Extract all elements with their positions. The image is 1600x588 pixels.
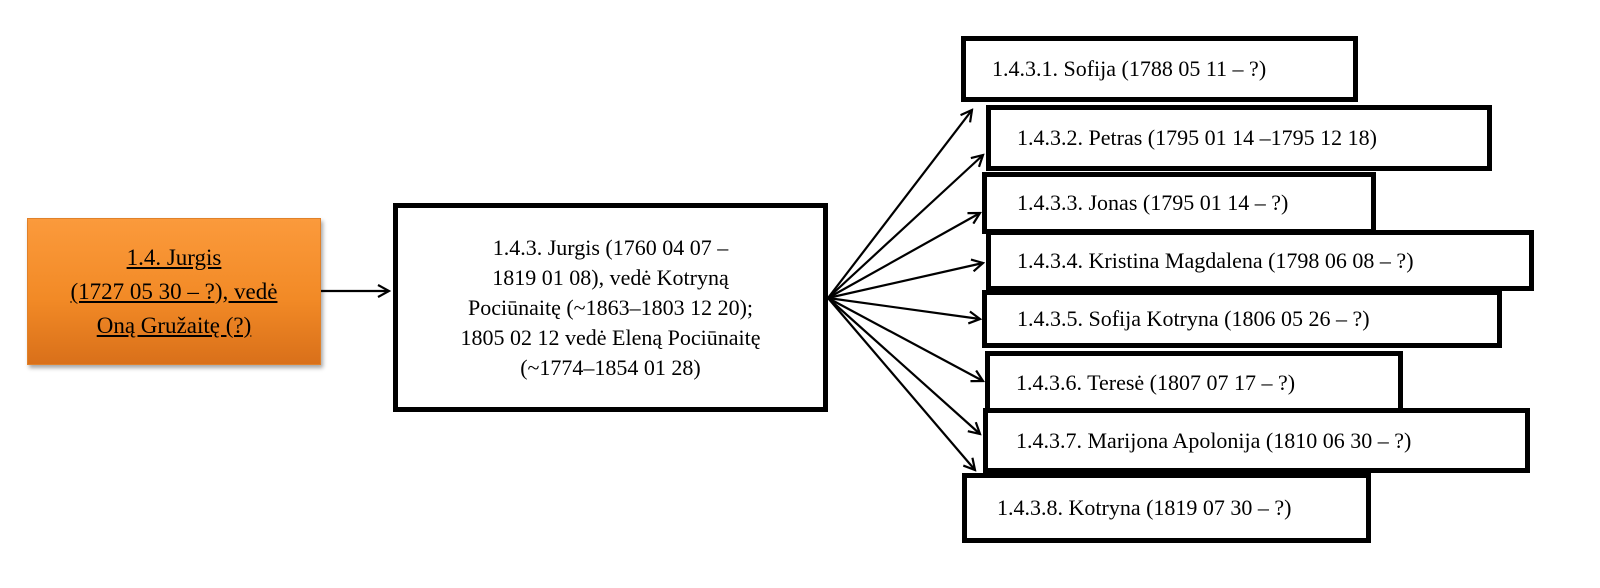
arrow-to-child-3 <box>827 213 980 299</box>
child-label-4: 1.4.3.4. Kristina Magdalena (1798 06 08 … <box>1017 247 1414 273</box>
child-label-2: 1.4.3.2. Petras (1795 01 14 –1795 12 18) <box>1017 125 1377 150</box>
child-box-8: 1.4.3.8. Kotryna (1819 07 30 – ?) <box>962 473 1371 543</box>
arrow-to-child-8 <box>827 297 975 470</box>
child-label-8: 1.4.3.8. Kotryna (1819 07 30 – ?) <box>997 495 1292 520</box>
child-box-4: 1.4.3.4. Kristina Magdalena (1798 06 08 … <box>986 230 1534 291</box>
child-box-2: 1.4.3.2. Petras (1795 01 14 –1795 12 18) <box>986 105 1492 171</box>
child-box-6: 1.4.3.6. Teresė (1807 07 17 – ?) <box>985 351 1403 414</box>
parent-person-label: 1.4.3. Jurgis (1760 04 07 – 1819 01 08),… <box>460 234 761 380</box>
child-box-5: 1.4.3.5. Sofija Kotryna (1806 05 26 – ?) <box>982 290 1502 348</box>
root-person-label: 1.4. Jurgis (1727 05 30 – ?), vedė Oną G… <box>70 244 278 338</box>
arrow-to-child-6 <box>827 297 983 381</box>
arrow-to-child-2 <box>827 155 983 299</box>
arrow-to-child-5 <box>827 296 980 319</box>
child-label-6: 1.4.3.6. Teresė (1807 07 17 – ?) <box>1016 369 1296 395</box>
child-box-1: 1.4.3.1. Sofija (1788 05 11 – ?) <box>961 36 1358 102</box>
child-label-5: 1.4.3.5. Sofija Kotryna (1806 05 26 – ?) <box>1017 306 1370 331</box>
child-box-3: 1.4.3.3. Jonas (1795 01 14 – ?) <box>982 172 1376 234</box>
child-label-7: 1.4.3.7. Marijona Apolonija (1810 06 30 … <box>1016 427 1412 453</box>
root-person-box: 1.4. Jurgis (1727 05 30 – ?), vedė Oną G… <box>27 218 321 365</box>
arrow-to-child-7 <box>827 297 980 434</box>
child-label-3: 1.4.3.3. Jonas (1795 01 14 – ?) <box>1017 190 1289 215</box>
arrow-to-child-1 <box>827 110 972 299</box>
parent-person-box: 1.4.3. Jurgis (1760 04 07 – 1819 01 08),… <box>393 203 828 412</box>
child-box-7: 1.4.3.7. Marijona Apolonija (1810 06 30 … <box>983 408 1530 473</box>
arrow-to-child-4 <box>827 263 983 300</box>
child-label-1: 1.4.3.1. Sofija (1788 05 11 – ?) <box>992 56 1267 81</box>
